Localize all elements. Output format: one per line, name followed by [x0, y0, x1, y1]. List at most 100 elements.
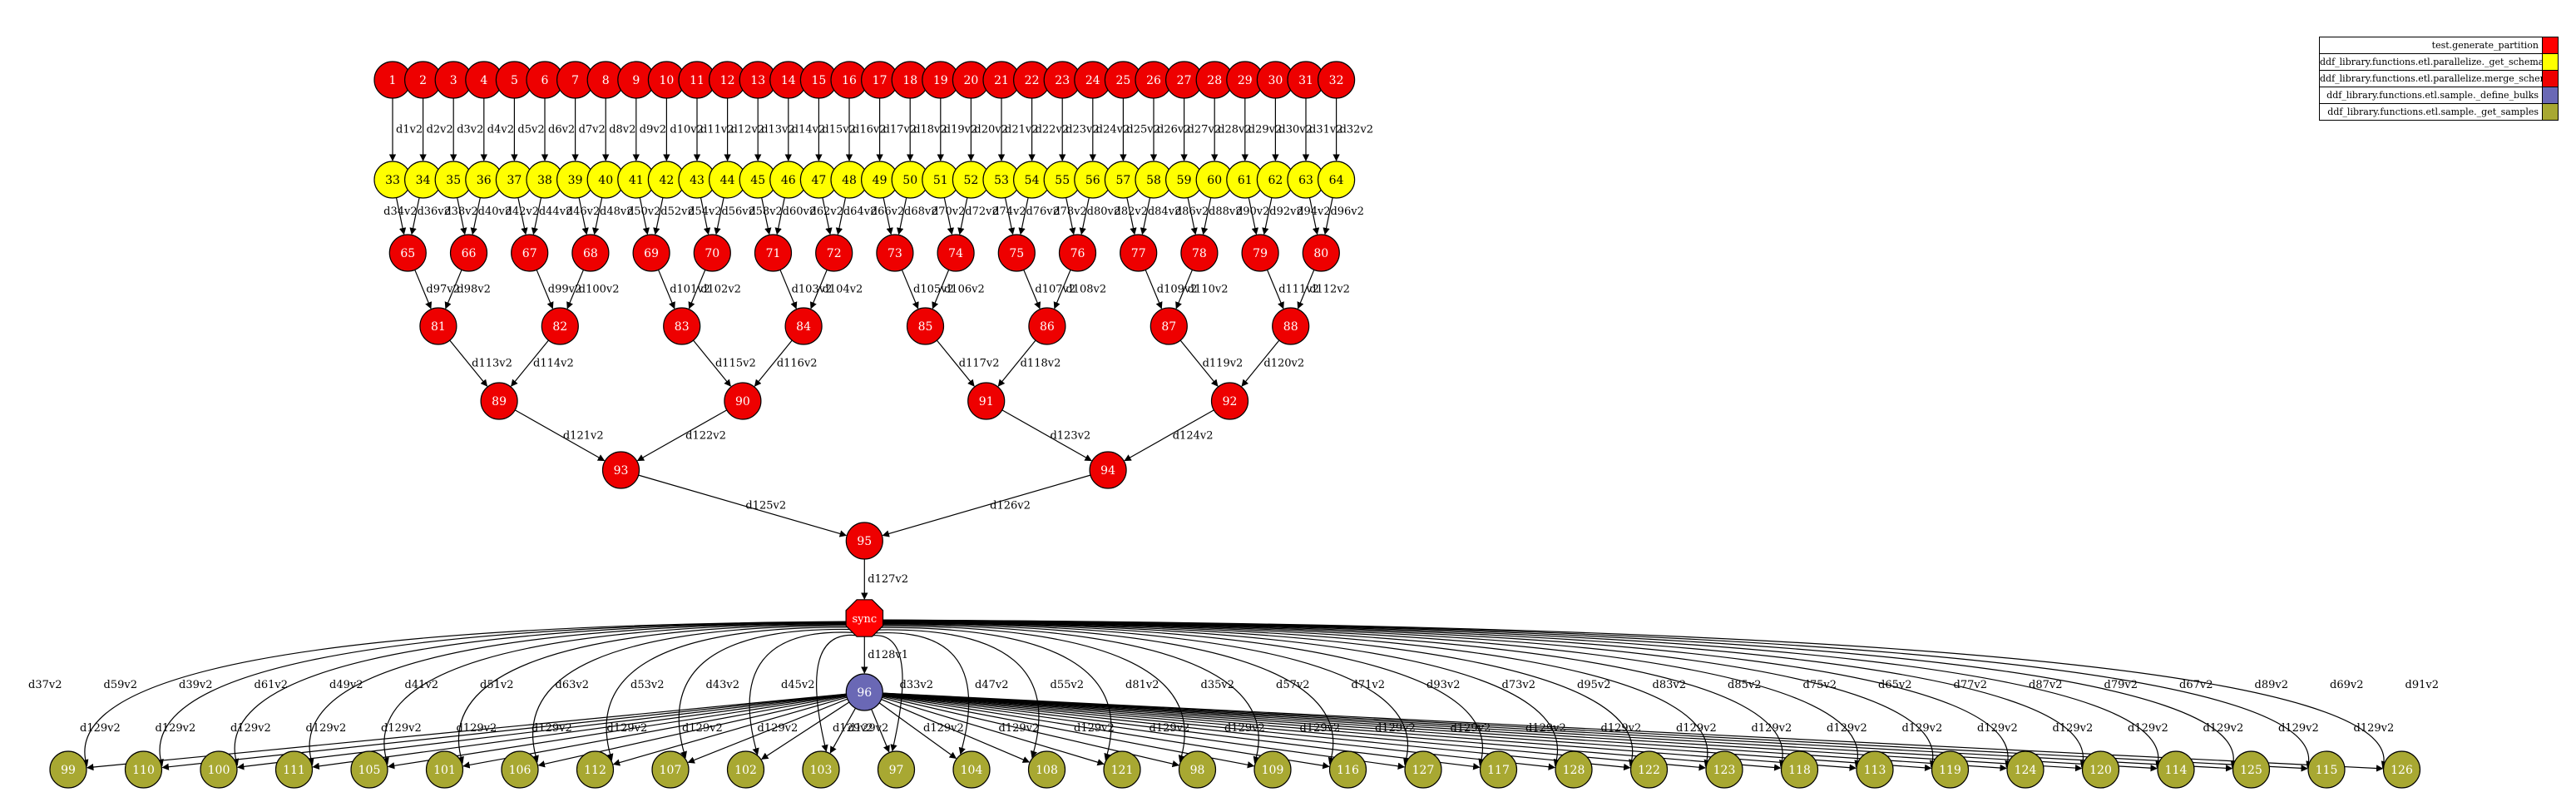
merge-schema-node[interactable]: 89	[480, 382, 518, 420]
get-samples-node[interactable]: 116	[1328, 750, 1367, 789]
merge-schema-node[interactable]: 75	[997, 234, 1036, 272]
generate-partition-node[interactable]: 24	[1074, 61, 1112, 99]
get-schema-node[interactable]: 40	[586, 161, 625, 199]
merge-schema-node[interactable]: 81	[419, 307, 457, 345]
get-samples-node[interactable]: 104	[952, 750, 991, 789]
get-schema-node[interactable]: 43	[678, 161, 716, 199]
generate-partition-node[interactable]: 16	[830, 61, 868, 99]
get-samples-node[interactable]: 112	[576, 750, 615, 789]
generate-partition-node[interactable]: 28	[1195, 61, 1234, 99]
merge-schema-node[interactable]: 73	[876, 234, 914, 272]
generate-partition-node[interactable]: 27	[1164, 61, 1204, 99]
get-samples-node[interactable]: 115	[2307, 750, 2346, 789]
generate-partition-node[interactable]: 20	[952, 61, 991, 99]
get-schema-node[interactable]: 45	[739, 161, 777, 199]
get-schema-node[interactable]: 61	[1226, 161, 1264, 199]
merge-schema-node[interactable]: 95	[845, 522, 883, 560]
get-samples-node[interactable]: 107	[651, 750, 690, 789]
get-schema-node[interactable]: 48	[830, 161, 868, 199]
merge-schema-node[interactable]: 74	[937, 234, 975, 272]
merge-schema-node[interactable]: 70	[693, 234, 731, 272]
get-samples-node[interactable]: 103	[802, 750, 840, 789]
get-schema-node[interactable]: 37	[495, 161, 534, 199]
merge-schema-node[interactable]: 67	[511, 234, 549, 272]
get-samples-node[interactable]: 111	[274, 750, 314, 789]
get-samples-node[interactable]: 117	[1479, 750, 1518, 789]
generate-partition-node[interactable]: 11	[678, 61, 716, 99]
generate-partition-node[interactable]: 29	[1226, 61, 1264, 99]
generate-partition-node[interactable]: 19	[922, 61, 960, 99]
merge-schema-node[interactable]: 66	[449, 234, 488, 272]
merge-schema-node[interactable]: 88	[1272, 307, 1310, 345]
merge-schema-node[interactable]: 79	[1241, 234, 1279, 272]
get-samples-node[interactable]: 127	[1404, 750, 1442, 789]
merge-schema-node[interactable]: 85	[906, 307, 945, 345]
get-schema-node[interactable]: 39	[556, 161, 595, 199]
merge-schema-node[interactable]: 90	[724, 382, 762, 420]
get-samples-node[interactable]: 105	[350, 750, 388, 789]
merge-schema-node[interactable]: 82	[541, 307, 579, 345]
merge-schema-node[interactable]: 91	[967, 382, 1006, 420]
get-samples-node[interactable]: 118	[1780, 750, 1819, 789]
get-samples-node[interactable]: 114	[2157, 750, 2195, 789]
get-schema-node[interactable]: 35	[434, 161, 472, 199]
generate-partition-node[interactable]: 32	[1317, 61, 1356, 99]
get-samples-node[interactable]: 122	[1629, 750, 1669, 789]
get-schema-node[interactable]: 33	[373, 161, 412, 199]
get-samples-node[interactable]: 108	[1027, 750, 1066, 789]
get-samples-node[interactable]: 126	[2382, 750, 2421, 789]
get-samples-node[interactable]: 109	[1253, 750, 1292, 789]
merge-schema-node[interactable]: 93	[601, 451, 640, 489]
get-samples-node[interactable]: 120	[2081, 750, 2120, 789]
generate-partition-node[interactable]: 14	[769, 61, 808, 99]
get-samples-node[interactable]: 113	[1856, 750, 1894, 789]
get-samples-node[interactable]: 99	[49, 750, 87, 789]
merge-schema-node[interactable]: 68	[571, 234, 610, 272]
get-schema-node[interactable]: 59	[1164, 161, 1204, 199]
merge-schema-node[interactable]: 83	[663, 307, 701, 345]
generate-partition-node[interactable]: 22	[1012, 61, 1051, 99]
get-schema-node[interactable]: 50	[891, 161, 929, 199]
sync-node[interactable]: sync	[845, 599, 884, 637]
merge-schema-node[interactable]: 71	[754, 234, 793, 272]
generate-partition-node[interactable]: 26	[1135, 61, 1173, 99]
merge-schema-node[interactable]: 69	[632, 234, 670, 272]
get-samples-node[interactable]: 123	[1705, 750, 1743, 789]
generate-partition-node[interactable]: 15	[799, 61, 838, 99]
get-samples-node[interactable]: 110	[124, 750, 163, 789]
merge-schema-node[interactable]: 76	[1058, 234, 1097, 272]
generate-partition-node[interactable]: 21	[982, 61, 1021, 99]
get-schema-node[interactable]: 58	[1135, 161, 1173, 199]
get-schema-node[interactable]: 38	[526, 161, 564, 199]
merge-schema-node[interactable]: 94	[1089, 451, 1127, 489]
merge-schema-node[interactable]: 78	[1180, 234, 1219, 272]
merge-schema-node[interactable]: 80	[1302, 234, 1340, 272]
get-samples-node[interactable]: 119	[1931, 750, 1970, 789]
merge-schema-node[interactable]: 92	[1210, 382, 1249, 420]
get-schema-node[interactable]: 36	[465, 161, 503, 199]
merge-schema-node[interactable]: 72	[815, 234, 853, 272]
get-samples-node[interactable]: 101	[425, 750, 464, 789]
generate-partition-node[interactable]: 17	[860, 61, 899, 99]
generate-partition-node[interactable]: 12	[708, 61, 747, 99]
get-schema-node[interactable]: 52	[952, 161, 991, 199]
get-schema-node[interactable]: 42	[647, 161, 686, 199]
get-samples-node[interactable]: 97	[877, 750, 916, 789]
get-schema-node[interactable]: 46	[769, 161, 808, 199]
get-samples-node[interactable]: 128	[1555, 750, 1593, 789]
get-samples-node[interactable]: 106	[501, 750, 539, 789]
merge-schema-node[interactable]: 77	[1120, 234, 1158, 272]
get-schema-node[interactable]: 64	[1317, 161, 1356, 199]
merge-schema-node[interactable]: 87	[1150, 307, 1188, 345]
define-bulks-node[interactable]: 96	[845, 673, 883, 711]
get-samples-node[interactable]: 102	[726, 750, 765, 789]
get-samples-node[interactable]: 100	[200, 750, 238, 789]
get-schema-node[interactable]: 56	[1074, 161, 1112, 199]
get-samples-node[interactable]: 125	[2232, 750, 2271, 789]
get-samples-node[interactable]: 124	[2006, 750, 2044, 789]
get-samples-node[interactable]: 121	[1103, 750, 1141, 789]
generate-partition-node[interactable]: 23	[1043, 61, 1081, 99]
get-schema-node[interactable]: 41	[617, 161, 655, 199]
merge-schema-node[interactable]: 65	[388, 234, 427, 272]
merge-schema-node[interactable]: 84	[784, 307, 823, 345]
